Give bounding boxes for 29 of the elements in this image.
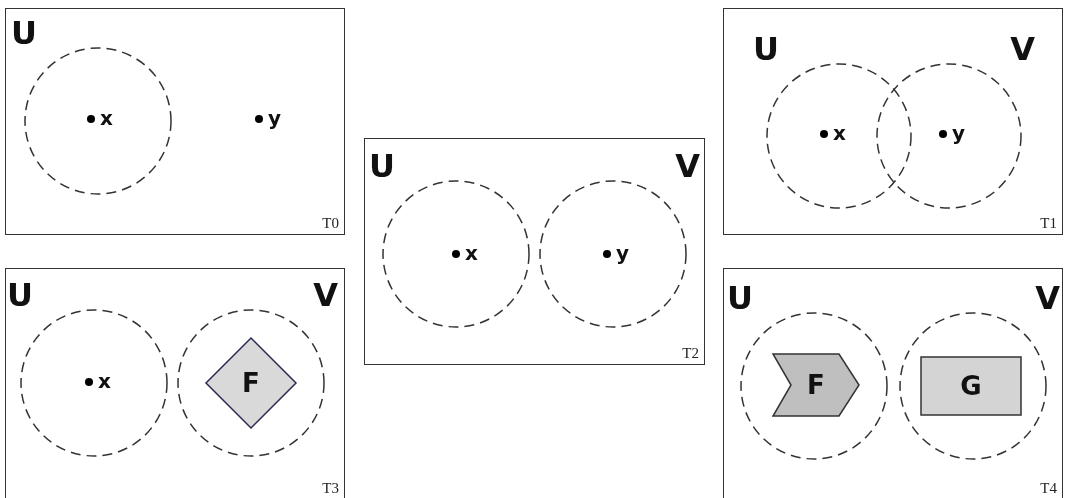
panel-label: T0 [322,215,339,231]
panel-frame [723,268,1063,498]
panel-label: T2 [682,345,699,361]
panel-frame [364,138,705,365]
set-label: U [727,281,753,315]
shape-label: F [241,369,261,397]
set-label: U [369,149,395,183]
panel-label: T4 [1040,480,1057,496]
set-label: U [7,278,33,312]
point-label: y [952,122,966,144]
point-label: y [616,242,630,264]
point-label: x [98,370,111,392]
set-label: V [675,149,700,183]
panel-frame [5,8,345,235]
set-label: U [11,16,37,50]
set-label: V [313,278,338,312]
panel-label: T1 [1040,215,1057,231]
shape-label: G [959,372,983,400]
point-label: x [100,107,113,129]
point-label: x [465,242,478,264]
panel-frame [5,268,345,498]
set-label: V [1010,32,1035,66]
shape-label: F [806,371,826,399]
point-label: x [833,122,846,144]
set-label: U [753,32,779,66]
panel-label: T3 [322,480,339,496]
set-label: V [1035,281,1060,315]
panel-frame [723,8,1063,235]
point-label: y [268,107,282,129]
